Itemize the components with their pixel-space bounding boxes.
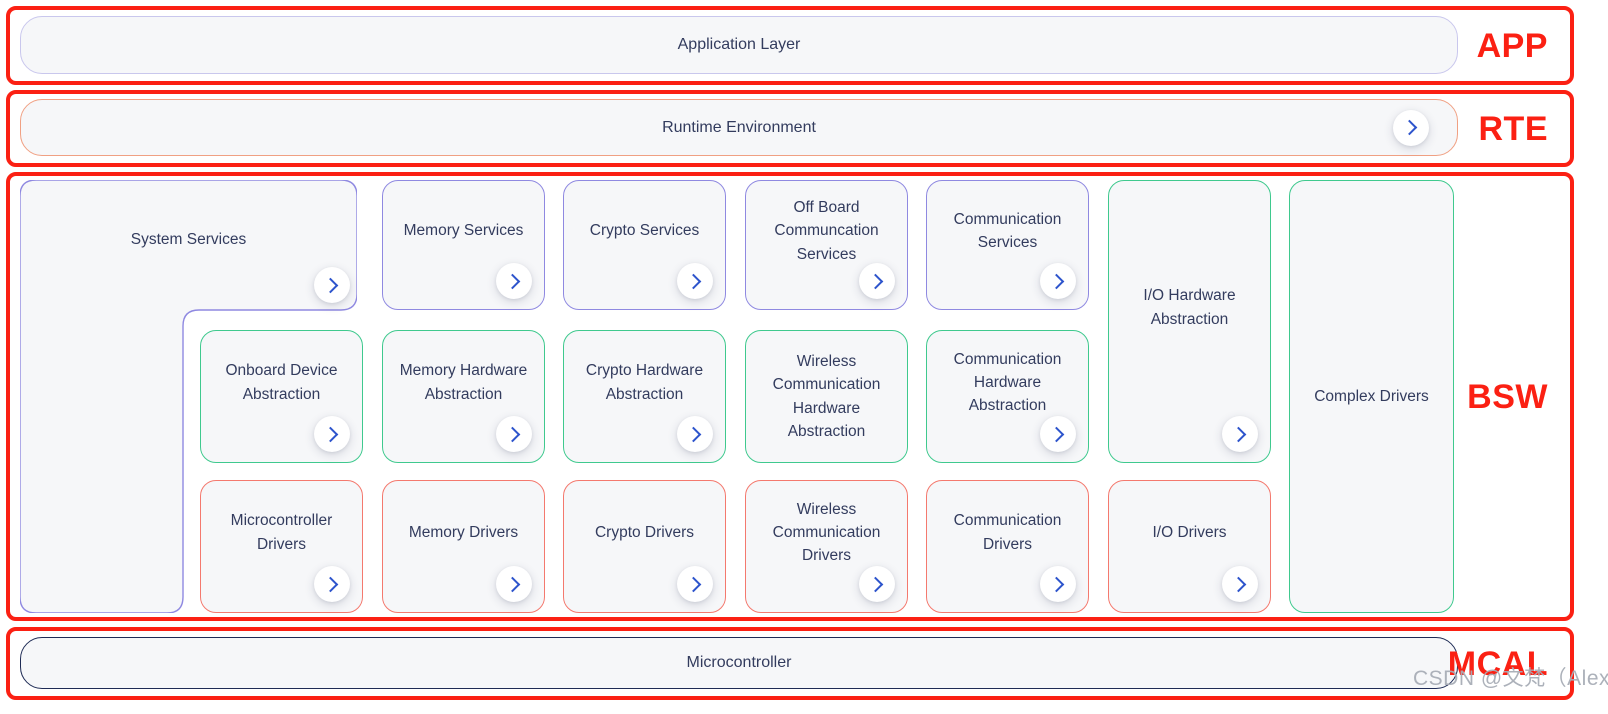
bsw-box-memory-drivers[interactable]: Memory Drivers [382, 480, 545, 613]
microcontroller-box: Microcontroller [20, 637, 1458, 689]
chevron-right-icon[interactable] [314, 566, 350, 602]
chevron-right-icon[interactable] [859, 566, 895, 602]
chevron-right-glyph [322, 576, 339, 592]
rte-layer-frame: Runtime Environment RTE [6, 90, 1574, 167]
bsw-box-wireless-communication-drivers[interactable]: Wireless Communication Drivers [745, 480, 908, 613]
chevron-right-glyph [685, 426, 702, 442]
box-label: Communication Services [953, 210, 1062, 251]
chevron-right-glyph [504, 273, 521, 289]
runtime-environment-label: Runtime Environment [662, 118, 816, 136]
box-label: Microcontroller Drivers [230, 512, 333, 553]
microcontroller-label: Microcontroller [686, 654, 792, 671]
box-label: Wireless Communication Drivers [772, 500, 881, 565]
chevron-right-glyph [504, 426, 521, 442]
application-layer-label: Application Layer [677, 36, 801, 53]
chevron-right-glyph [322, 277, 339, 293]
box-label: Crypto Hardware Abstraction [585, 362, 704, 403]
bsw-box-crypto-services[interactable]: Crypto Services [563, 180, 726, 310]
chevron-right-icon[interactable] [314, 267, 350, 303]
system-services-label: System Services [130, 231, 247, 248]
runtime-environment-box[interactable]: Runtime Environment [20, 99, 1458, 156]
chevron-right-glyph [1401, 119, 1418, 136]
bsw-box-system-services[interactable]: System Services [20, 180, 357, 613]
bsw-box-wireless-communication-hardware-abstraction[interactable]: Wireless Communication Hardware Abstract… [745, 330, 908, 463]
bsw-box-io-hardware-abstraction[interactable]: I/O Hardware Abstraction [1108, 180, 1271, 463]
chevron-right-icon[interactable] [677, 566, 713, 602]
bsw-tag: BSW [1467, 377, 1548, 416]
chevron-right-icon[interactable] [1040, 416, 1076, 452]
chevron-right-glyph [1230, 426, 1247, 442]
chevron-right-glyph [322, 426, 339, 442]
bsw-layer-frame: System Services Memory Services Crypto S… [6, 172, 1574, 621]
bsw-box-microcontroller-drivers[interactable]: Microcontroller Drivers [200, 480, 363, 613]
chevron-right-icon[interactable] [677, 416, 713, 452]
application-layer-box: Application Layer [20, 16, 1458, 74]
app-layer-frame: Application Layer APP [6, 6, 1574, 85]
bsw-box-communication-hardware-abstraction[interactable]: Communication Hardware Abstraction [926, 330, 1089, 463]
rte-tag: RTE [1478, 109, 1548, 148]
chevron-right-glyph [685, 273, 702, 289]
chevron-right-glyph [685, 576, 702, 592]
mcal-tag: MCAL [1447, 644, 1548, 683]
chevron-right-glyph [1048, 426, 1065, 442]
box-label: Complex Drivers [1314, 387, 1429, 405]
chevron-right-glyph [1230, 576, 1247, 592]
box-label: Memory Services [403, 222, 524, 240]
bsw-box-complex-drivers[interactable]: Complex Drivers [1289, 180, 1454, 613]
bsw-box-memory-services[interactable]: Memory Services [382, 180, 545, 310]
chevron-right-glyph [1048, 576, 1065, 592]
box-label: Crypto Drivers [594, 523, 695, 541]
box-label: Communication Hardware Abstraction [953, 350, 1062, 415]
chevron-right-icon[interactable] [496, 566, 532, 602]
box-label: Memory Hardware Abstraction [399, 362, 528, 403]
system-services-l-shape [20, 180, 357, 613]
chevron-right-icon[interactable] [1040, 566, 1076, 602]
box-label: I/O Hardware Abstraction [1143, 287, 1236, 328]
csdn-watermark: CSDN @文梵（Alex） [1413, 667, 1608, 690]
bsw-box-crypto-drivers[interactable]: Crypto Drivers [563, 480, 726, 613]
chevron-right-icon[interactable] [677, 263, 713, 299]
chevron-right-glyph [1048, 273, 1065, 289]
app-tag: APP [1476, 26, 1548, 65]
bsw-box-communication-drivers[interactable]: Communication Drivers [926, 480, 1089, 613]
mcal-layer-frame: Microcontroller MCAL [6, 627, 1574, 700]
chevron-right-glyph [867, 273, 884, 289]
bsw-box-onboard-device-abstraction[interactable]: Onboard Device Abstraction [200, 330, 363, 463]
chevron-right-glyph [504, 576, 521, 592]
bsw-box-memory-hardware-abstraction[interactable]: Memory Hardware Abstraction [382, 330, 545, 463]
bsw-box-io-drivers[interactable]: I/O Drivers [1108, 480, 1271, 613]
chevron-right-icon[interactable] [496, 263, 532, 299]
chevron-right-icon[interactable] [314, 416, 350, 452]
chevron-right-glyph [867, 576, 884, 592]
chevron-right-icon[interactable] [1222, 566, 1258, 602]
box-label: Memory Drivers [408, 523, 519, 541]
box-label: Communication Drivers [953, 512, 1062, 553]
bsw-box-communication-services[interactable]: Communication Services [926, 180, 1089, 310]
box-label: Off Board Communcation Services [774, 199, 879, 263]
bsw-box-offboard-communcation-services[interactable]: Off Board Communcation Services [745, 180, 908, 310]
box-label: Crypto Services [589, 222, 700, 240]
box-label: Onboard Device Abstraction [225, 362, 338, 403]
box-label: I/O Drivers [1152, 523, 1227, 541]
chevron-right-icon[interactable] [1393, 109, 1429, 146]
chevron-right-icon[interactable] [1040, 263, 1076, 299]
box-label: Wireless Communication Hardware Abstract… [772, 353, 881, 440]
bsw-box-crypto-hardware-abstraction[interactable]: Crypto Hardware Abstraction [563, 330, 726, 463]
chevron-right-icon[interactable] [859, 263, 895, 299]
chevron-right-icon[interactable] [1222, 416, 1258, 452]
chevron-right-icon[interactable] [496, 416, 532, 452]
